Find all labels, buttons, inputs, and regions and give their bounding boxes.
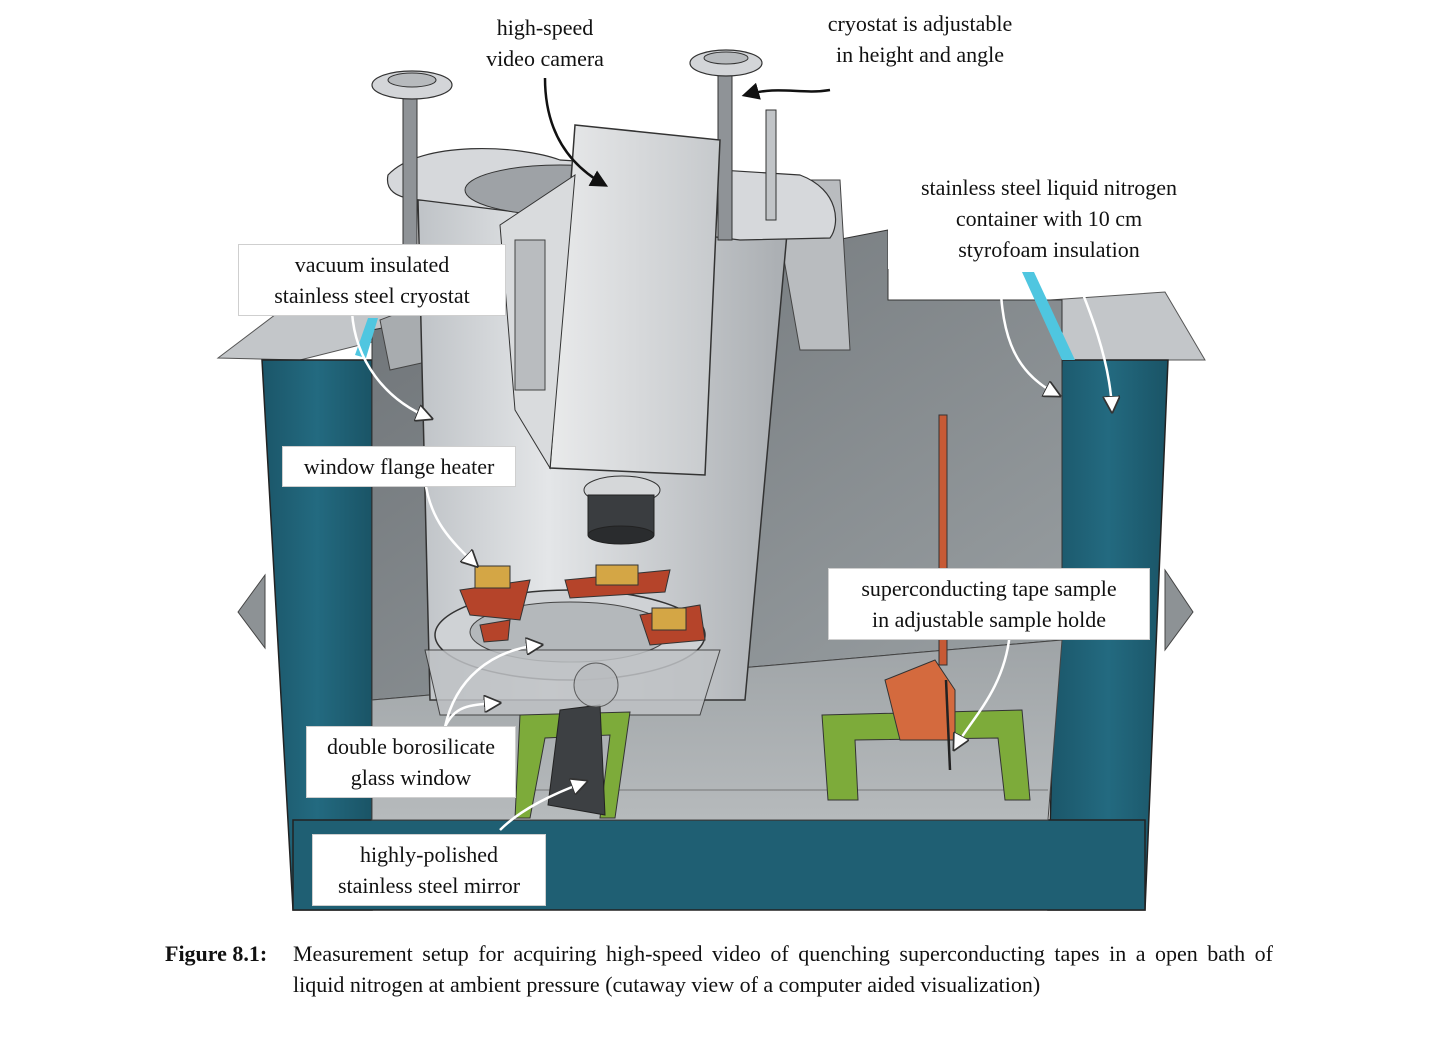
- annotation-arrows: [350, 77, 1112, 831]
- label-mirror-line-1: highly-polished: [359, 842, 499, 867]
- label-camera-line-2: video camera: [486, 46, 604, 71]
- label-sample: superconducting tape sample in adjustabl…: [828, 568, 1150, 640]
- high-speed-camera: [499, 124, 721, 545]
- label-container: stainless steel liquid nitrogen containe…: [888, 168, 1210, 269]
- label-cryostat-adjust-line-1: cryostat is adjustable: [827, 11, 1013, 36]
- figure-caption-text: Measurement setup for acquiring high-spe…: [293, 941, 1273, 997]
- sample-rod: [938, 414, 948, 666]
- label-mirror-line-2: stainless steel mirror: [337, 873, 521, 898]
- flange-heaters: [459, 564, 706, 646]
- sample-clamp: [884, 659, 956, 741]
- label-window-line-1: double borosilicate: [326, 734, 495, 759]
- label-heater: window flange heater: [282, 446, 516, 487]
- label-mirror: highly-polished stainless steel mirror: [312, 834, 546, 906]
- label-container-line-3: styrofoam insulation: [958, 237, 1140, 262]
- label-camera: high-speed video camera: [470, 12, 620, 74]
- adjust-screw-right: [717, 69, 733, 241]
- mirror: [547, 704, 606, 816]
- label-camera-line-1: high-speed: [496, 15, 594, 40]
- container-rim-right: [1049, 291, 1206, 361]
- sample-holder: [821, 414, 1031, 801]
- sample-holder-base: [821, 709, 1031, 801]
- label-container-line-1: stainless steel liquid nitrogen: [920, 175, 1178, 200]
- label-heater-line-1: window flange heater: [303, 454, 495, 479]
- label-cryostat-line-2: stainless steel cryostat: [274, 283, 470, 308]
- label-cryostat-line-1: vacuum insulated: [294, 252, 450, 277]
- figure-caption-label: Figure 8.1:: [165, 941, 268, 966]
- label-window: double borosilicate glass window: [306, 726, 516, 798]
- tape-sample: [944, 679, 952, 771]
- label-sample-line-2: in adjustable sample holde: [872, 607, 1106, 632]
- feedthrough-pipe: [765, 109, 777, 221]
- label-cryostat-adjust-line-2: in height and angle: [835, 42, 1004, 67]
- insulation-strip-right: [1022, 272, 1075, 360]
- container-side-wing-left: [237, 573, 266, 650]
- label-cryostat-adjust: cryostat is adjustable in height and ang…: [800, 8, 1040, 70]
- label-cryostat: vacuum insulated stainless steel cryosta…: [238, 244, 506, 316]
- label-container-line-2: container with 10 cm: [955, 206, 1143, 231]
- mirror-assembly: [514, 662, 631, 819]
- label-window-line-2: glass window: [350, 765, 472, 790]
- mirror-holder: [514, 711, 631, 819]
- camera-body: [549, 124, 721, 476]
- container-side-wing-right: [1164, 568, 1194, 652]
- adjust-screw-left: [402, 94, 418, 266]
- label-sample-line-1: superconducting tape sample: [861, 576, 1117, 601]
